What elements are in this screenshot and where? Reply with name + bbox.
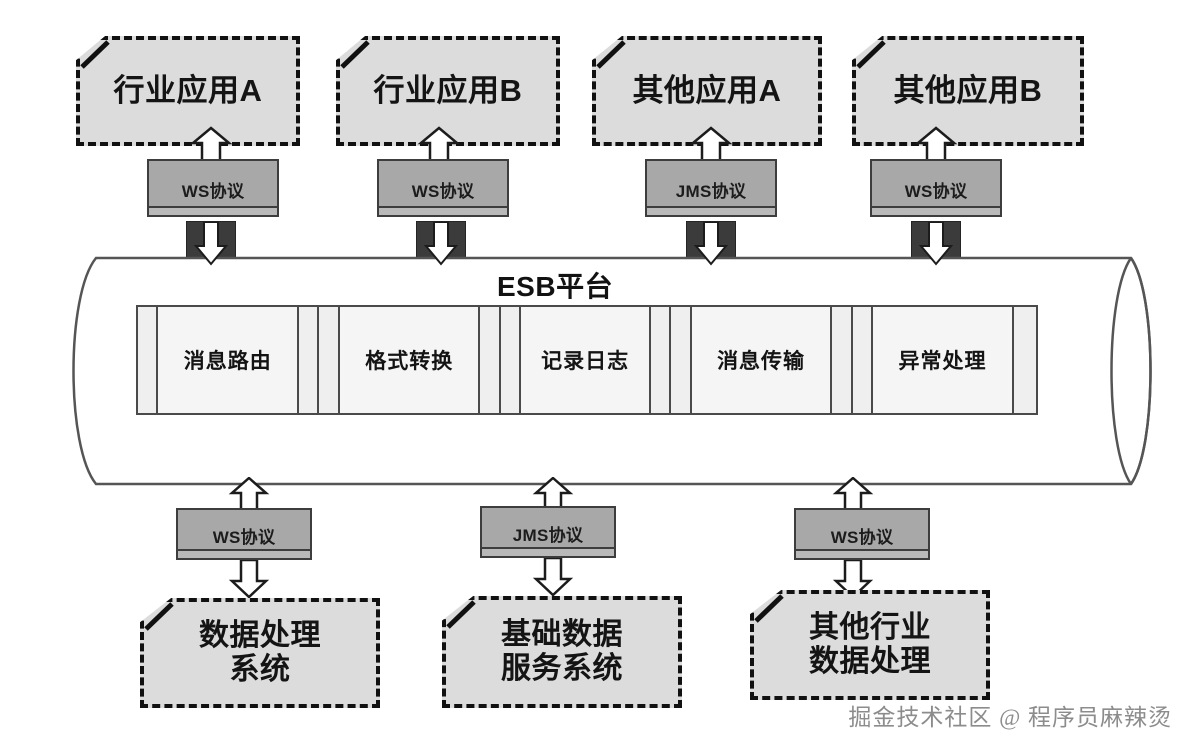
arrow-down-into-esb-1 (423, 222, 459, 266)
esb-module-1[interactable]: 格式转换 (339, 307, 481, 413)
protocol-ledge (482, 547, 614, 556)
system-box-label-2-line2: 数据处理 (809, 645, 931, 678)
system-box-label-1-line1: 基础数据 (501, 618, 623, 652)
esb-module-3[interactable]: 消息传输 (691, 307, 833, 413)
esb-module-band: 消息路由 格式转换 记录日志 消息传输 异常处理 (136, 305, 1038, 415)
protocol-box-top-2[interactable]: JMS协议 (645, 159, 777, 217)
system-box-label-0-line1: 数据处理 (199, 619, 321, 653)
esb-spacer (138, 307, 159, 413)
system-box-0[interactable]: 数据处理 系统 (140, 598, 380, 708)
esb-spacer (480, 307, 501, 413)
system-box-label-0-line2: 系统 (229, 653, 291, 686)
protocol-box-top-1[interactable]: WS协议 (377, 159, 509, 217)
system-box-label-2-line1: 其他行业 (809, 611, 931, 645)
arrow-up-to-esb-1 (532, 477, 574, 513)
system-box-label-1-line2: 服务系统 (501, 652, 623, 685)
app-box-1[interactable]: 行业应用B (336, 36, 560, 146)
arrow-up-to-app-3 (914, 126, 958, 162)
esb-platform-title: ESB平台 (497, 271, 614, 302)
esb-module-label-2: 记录日志 (541, 350, 630, 373)
esb-spacer (500, 307, 522, 413)
protocol-label-bottom-1: JMS协议 (512, 526, 584, 545)
arrow-down-into-esb-3 (918, 222, 954, 266)
app-box-0[interactable]: 行业应用A (76, 36, 300, 146)
protocol-box-bottom-0[interactable]: WS协议 (176, 508, 312, 560)
app-box-label-3: 其他应用B (893, 72, 1043, 108)
protocol-ledge (872, 206, 1000, 215)
esb-spacer (319, 307, 340, 413)
arrow-up-to-app-1 (417, 126, 461, 162)
esb-spacer (650, 307, 672, 413)
esb-spacer (1013, 307, 1036, 413)
corner-cut-icon (144, 602, 174, 631)
esb-module-2[interactable]: 记录日志 (521, 307, 651, 413)
esb-module-label-4: 异常处理 (898, 350, 987, 373)
esb-spacer (299, 307, 320, 413)
protocol-ledge (178, 549, 310, 558)
corner-cut-icon (754, 594, 784, 623)
protocol-box-bottom-1[interactable]: JMS协议 (480, 506, 616, 558)
system-box-2[interactable]: 其他行业 数据处理 (750, 590, 990, 700)
protocol-ledge (149, 206, 277, 215)
arrow-up-to-app-2 (689, 126, 733, 162)
protocol-label-bottom-2: WS协议 (830, 528, 894, 547)
esb-module-0[interactable]: 消息路由 (158, 307, 299, 413)
esb-spacer (671, 307, 692, 413)
protocol-label-top-3: WS协议 (904, 182, 968, 201)
arrow-up-to-esb-0 (228, 477, 270, 513)
protocol-box-bottom-2[interactable]: WS协议 (794, 508, 930, 560)
arrow-down-into-esb-0 (193, 222, 229, 266)
arrow-down-to-system-2 (832, 560, 874, 598)
arrow-down-to-system-1 (532, 558, 574, 596)
esb-spacer (832, 307, 853, 413)
arrow-down-into-esb-2 (693, 222, 729, 266)
app-box-label-0: 行业应用A (113, 72, 263, 108)
protocol-label-top-2: JMS协议 (675, 182, 747, 201)
arrow-down-to-system-0 (228, 560, 270, 598)
arrow-up-to-esb-2 (832, 477, 874, 513)
protocol-ledge (647, 206, 775, 215)
protocol-box-top-3[interactable]: WS协议 (870, 159, 1002, 217)
esb-module-4[interactable]: 异常处理 (873, 307, 1014, 413)
protocol-label-top-0: WS协议 (181, 182, 245, 201)
protocol-box-top-0[interactable]: WS协议 (147, 159, 279, 217)
system-box-1[interactable]: 基础数据 服务系统 (442, 596, 682, 708)
watermark-text: 掘金技术社区 @ 程序员麻辣烫 (848, 705, 1172, 730)
arrow-up-to-app-0 (189, 126, 233, 162)
esb-module-label-0: 消息路由 (183, 350, 272, 373)
corner-cut-icon (446, 600, 476, 629)
protocol-label-bottom-0: WS协议 (212, 528, 276, 547)
protocol-label-top-1: WS协议 (411, 182, 475, 201)
esb-module-label-3: 消息传输 (717, 350, 806, 373)
protocol-ledge (379, 206, 507, 215)
esb-spacer (852, 307, 874, 413)
protocol-ledge (796, 549, 928, 558)
app-box-label-2: 其他应用A (632, 72, 782, 108)
app-box-label-1: 行业应用B (373, 72, 523, 108)
app-box-3[interactable]: 其他应用B (852, 36, 1084, 146)
esb-module-label-1: 格式转换 (365, 350, 454, 373)
